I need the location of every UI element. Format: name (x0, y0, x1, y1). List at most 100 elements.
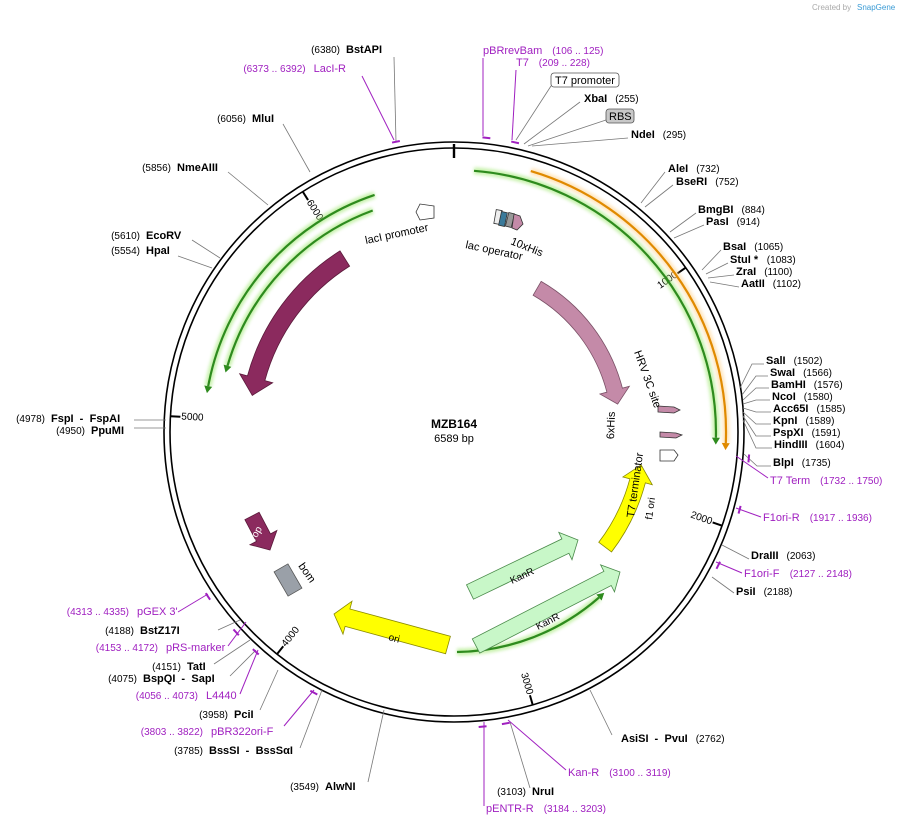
primer-4-range: (1917 .. 1936) (810, 513, 872, 524)
enzyme-6-separator: - (80, 413, 84, 425)
enzyme-36-number: (4075) (108, 674, 137, 685)
enzyme-13-name: PasI (706, 216, 729, 228)
primer-site-L4440 (252, 648, 260, 656)
primer-10-range: (4153 .. 4172) (96, 643, 158, 654)
enzyme-23-leader (742, 411, 771, 425)
rbs-box (605, 108, 635, 124)
primer-1-name: T7 (516, 57, 529, 69)
enzyme-39-number: (4188) (105, 626, 134, 637)
enzyme-19-name: SwaI (770, 367, 795, 379)
enzyme-33-leader (299, 689, 323, 749)
label-layer: (6380)BstAPI(6056)MluI(5856)NmeAIII(5610… (16, 44, 882, 815)
tick-mark-5000 (170, 415, 181, 418)
enzyme-5-number: (4978) (16, 414, 45, 425)
his6-box (659, 431, 684, 439)
primer-8-range: (3803 .. 3822) (141, 727, 203, 738)
enzyme-14-leader (701, 249, 722, 271)
enzyme-38-name: TatI (187, 661, 206, 673)
primer-site-F1oriF (715, 561, 721, 570)
enzyme-24-name: PspXI (773, 427, 804, 439)
enzyme-22-name: Acc65I (773, 403, 808, 415)
enzyme-12-number: (884) (742, 205, 765, 216)
enzyme-28-number: (2188) (764, 587, 793, 598)
orf-arc-kan (456, 592, 605, 656)
primer-site-pBRrevBam (482, 136, 491, 140)
enzyme-11-leader (644, 184, 674, 208)
tick-mark-3000 (528, 694, 534, 706)
enzyme-0-name: BstAPI (346, 44, 382, 56)
enzyme-13-number: (914) (737, 217, 760, 228)
enzyme-37-separator: - (181, 673, 185, 685)
ori-label: ori (387, 632, 401, 646)
tick-mark-4000 (276, 645, 285, 655)
enzyme-16-name: ZraI (736, 266, 756, 278)
enzyme-35-name: PciI (234, 709, 254, 721)
enzyme-17-leader (709, 281, 740, 288)
primer-8-name: pBR322ori-F (211, 726, 274, 738)
enzyme-27-leader (721, 544, 750, 560)
enzyme-22-number: (1585) (817, 404, 846, 415)
t7-promoter-box (550, 72, 620, 88)
enzyme-19-number: (1566) (803, 368, 832, 379)
t7-promoter-label: T7 promoter (555, 75, 615, 87)
enzyme-20-name: BamHI (771, 379, 806, 391)
primer-0-name: pBRrevBam (483, 45, 542, 57)
enzyme-34-name: BssSαI (256, 745, 293, 757)
enzyme-11-name: BseRI (676, 176, 707, 188)
enzyme-11-number: (752) (715, 177, 738, 188)
enzyme-39-leader (217, 619, 241, 631)
enzyme-10-name: AleI (668, 163, 688, 175)
rbs-leader (527, 119, 607, 147)
rbs-label: RBS (609, 111, 632, 123)
primer-5-range: (2127 .. 2148) (790, 569, 852, 580)
enzyme-34-separator: - (246, 745, 250, 757)
enzyme-21-number: (1580) (804, 392, 833, 403)
primer-site-KanR (501, 721, 510, 726)
enzyme-1-number: (6056) (217, 114, 246, 125)
enzyme-3-number: (5610) (111, 231, 140, 242)
primer-6-range: (3100 .. 3119) (609, 768, 671, 779)
primer-6-leader (507, 719, 567, 771)
enzyme-4-leader (177, 255, 213, 269)
enzyme-2-leader (227, 171, 269, 206)
enzyme-15-leader (705, 262, 729, 275)
tick-mark-1000 (676, 266, 687, 275)
his10-box-a (498, 211, 508, 227)
enzyme-14-number: (1065) (754, 242, 783, 253)
primer-9-name: L4440 (206, 690, 237, 702)
backbone-inner (169, 147, 739, 717)
enzyme-21-leader (742, 399, 770, 405)
enzyme-18-number: (1502) (794, 356, 823, 367)
enzyme-20-number: (1576) (814, 380, 843, 391)
enzyme-28-name: PsiI (736, 586, 756, 598)
orf-arc-laci-inner (223, 207, 374, 373)
enzyme-30-number: (2762) (696, 734, 725, 745)
enzyme-19-leader (741, 375, 768, 396)
enzyme-28-leader (711, 576, 735, 594)
primer-2-range: (6373 .. 6392) (243, 64, 305, 75)
enzyme-6-name: FspAI (90, 413, 121, 425)
enzyme-16-number: (1100) (764, 267, 792, 278)
enzyme-18-name: SalI (766, 355, 786, 367)
enzyme-1-leader (282, 123, 311, 173)
primer-2-name: LacI-R (314, 63, 346, 75)
orf-arc-halo (473, 167, 720, 445)
enzyme-10-number: (732) (696, 164, 719, 175)
primer-1-range: (209 .. 228) (539, 58, 590, 69)
enzyme-29-leader (589, 689, 613, 736)
enzyme-9-leader (531, 137, 629, 147)
enzyme-26-name: BlpI (773, 457, 794, 469)
enzyme-12-leader (669, 212, 697, 233)
primer-7-name: pENTR-R (486, 803, 534, 815)
enzyme-1-name: MluI (252, 113, 274, 125)
primer-3-leader (735, 455, 769, 479)
tick-mark-2000 (712, 521, 723, 527)
enzyme-33-name: BssSI (209, 745, 240, 757)
laci-promoter-label: lacI promoter (364, 222, 430, 247)
enzyme-8-leader (523, 101, 581, 145)
enzyme-31-number: (3103) (497, 787, 526, 798)
enzyme-15-number: (1083) (767, 255, 796, 266)
f1-ori-label: f1 ori (644, 497, 658, 521)
